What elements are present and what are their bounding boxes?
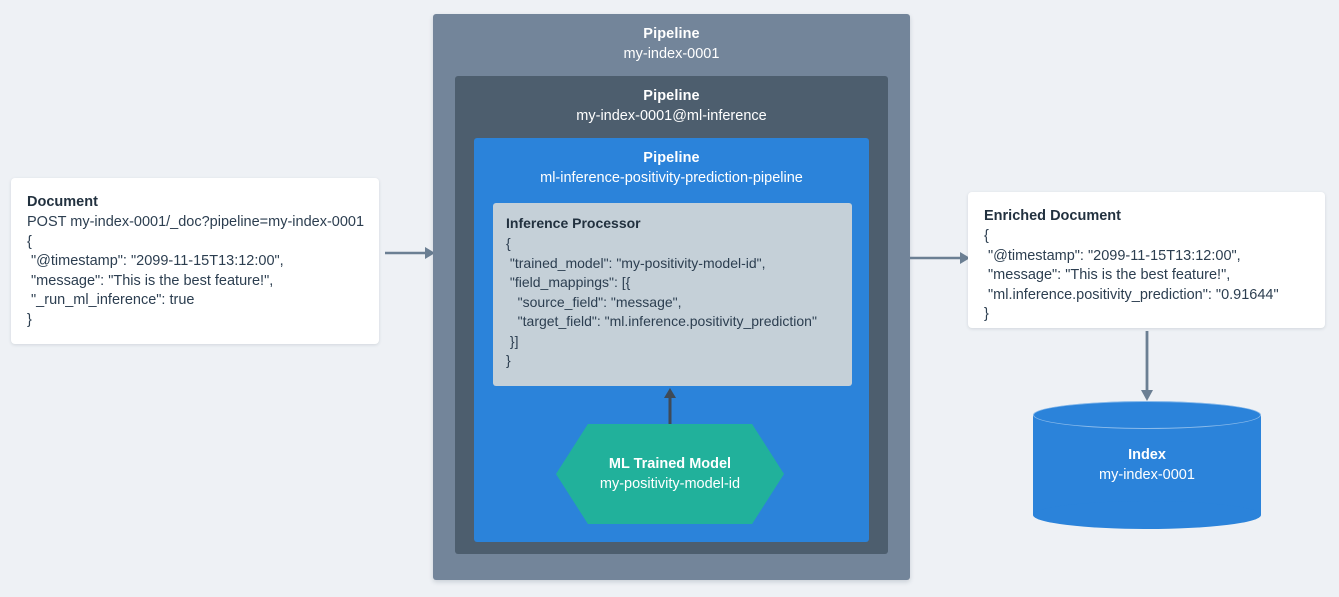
cylinder-top-outline <box>1033 401 1261 429</box>
pipeline-inner-label: Pipeline <box>643 150 700 166</box>
inference-processor-line: "target_field": "ml.inference.positivity… <box>506 313 817 329</box>
ml-trained-model-name: my-positivity-model-id <box>599 476 741 492</box>
pipeline-inner-name: ml-inference-positivity-prediction-pipel… <box>540 170 803 186</box>
index-name: my-index-0001 <box>1099 467 1195 483</box>
arrow-document-to-pipeline-icon <box>385 247 435 259</box>
enriched-document-line: "message": "This is the best feature!", <box>984 267 1231 283</box>
document-line: "@timestamp": "2099-11-15T13:12:00", <box>27 253 284 269</box>
pipeline-middle-name: my-index-0001@ml-inference <box>576 108 767 124</box>
arrow-model-to-processor-icon <box>664 388 676 428</box>
index-label: Index <box>1128 447 1166 463</box>
inference-processor-line: } <box>506 352 511 368</box>
enriched-document-card: Enriched Document { "@timestamp": "2099-… <box>968 192 1325 328</box>
pipeline-middle-header: Pipeline my-index-0001@ml-inference <box>455 76 888 126</box>
document-line: POST my-index-0001/_doc?pipeline=my-inde… <box>27 214 365 230</box>
inference-processor-line: { <box>506 235 511 251</box>
pipeline-outer-header: Pipeline my-index-0001 <box>433 14 910 64</box>
inference-processor-title: Inference Processor <box>506 215 641 231</box>
document-card: Document POST my-index-0001/_doc?pipelin… <box>11 178 379 344</box>
hexagon-shape <box>556 424 784 524</box>
index-node-text: Index my-index-0001 <box>1033 401 1261 529</box>
enriched-document-title: Enriched Document <box>984 208 1121 224</box>
document-line: { <box>27 233 32 250</box>
enriched-document-line: "@timestamp": "2099-11-15T13:12:00", <box>984 247 1241 264</box>
inference-processor-line: "field_mappings": [{ <box>506 274 631 290</box>
enriched-document-line: { <box>984 228 989 244</box>
inference-processor-panel: Inference Processor { "trained_model": "… <box>493 203 852 386</box>
cylinder-body <box>1033 415 1261 515</box>
arrow-enriched-document-to-index-icon <box>1141 331 1153 401</box>
cylinder-bottom-ellipse <box>1033 501 1261 529</box>
pipeline-middle-label: Pipeline <box>643 88 700 104</box>
pipeline-inner-header: Pipeline ml-inference-positivity-predict… <box>474 138 869 188</box>
inference-processor-line: "source_field": "message", <box>506 293 682 310</box>
pipeline-outer-name: my-index-0001 <box>623 46 720 62</box>
document-card-title: Document <box>27 194 98 210</box>
document-line: "_run_ml_inference": true <box>27 292 195 308</box>
ml-trained-model-label: ML Trained Model <box>608 456 732 472</box>
document-line: "message": "This is the best feature!", <box>27 272 274 289</box>
inference-processor-line: }] <box>506 332 519 349</box>
pipeline-outer-label: Pipeline <box>643 26 700 42</box>
document-line: } <box>27 311 32 328</box>
arrow-pipeline-to-enriched-document-icon <box>910 252 970 264</box>
enriched-document-line: "ml.inference.positivity_prediction": "0… <box>984 286 1279 303</box>
inference-processor-line: "trained_model": "my-positivity-model-id… <box>506 254 766 271</box>
ml-trained-model-text: ML Trained Model my-positivity-model-id <box>556 424 784 524</box>
index-node: Index my-index-0001 <box>1033 401 1261 529</box>
ml-trained-model-node: ML Trained Model my-positivity-model-id <box>556 424 784 524</box>
enriched-document-line: } <box>984 306 989 322</box>
